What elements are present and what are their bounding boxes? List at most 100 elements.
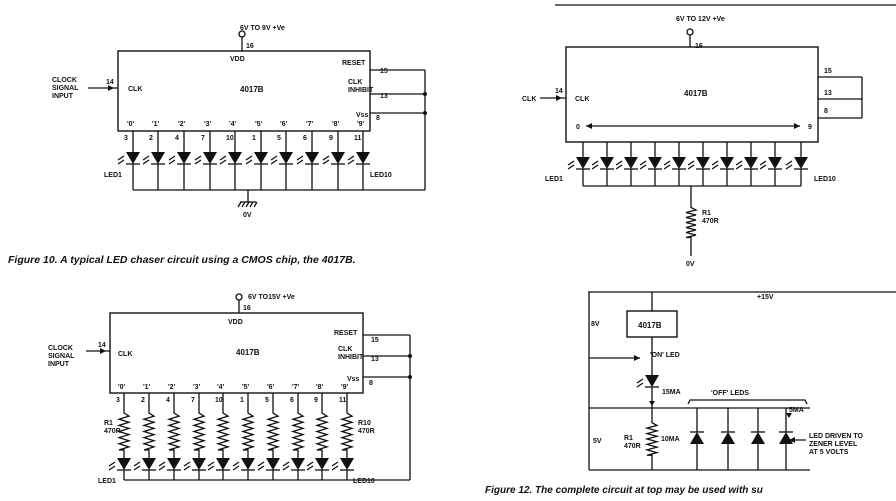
led-ray — [735, 160, 743, 166]
pin-14-line: 14 — [555, 88, 563, 95]
clk-label: CLK — [128, 86, 142, 93]
led-body — [720, 157, 734, 169]
pin-16: 16 — [246, 43, 254, 50]
led — [735, 157, 758, 170]
led-ray — [785, 160, 793, 166]
supply-label: 6V TO15V +Ve — [248, 294, 295, 301]
output-label: '9' — [357, 121, 365, 128]
led — [785, 157, 808, 170]
off-current-label-line: 5MA — [789, 407, 804, 414]
pin-8-line: 8 — [369, 380, 373, 387]
led-ray — [639, 164, 647, 170]
arrow-icon — [556, 95, 562, 101]
output-label: '9' — [341, 384, 349, 391]
terminal-ring — [238, 30, 246, 38]
led-body — [117, 458, 131, 470]
junction-dot — [423, 111, 427, 115]
led-body — [291, 458, 305, 470]
led-body — [266, 458, 280, 470]
output-label: '0' — [118, 384, 126, 391]
led-ray — [158, 461, 166, 467]
arrow-icon — [794, 123, 800, 129]
range-end-line: 9 — [808, 124, 812, 131]
output-pin-line: 10 — [226, 135, 234, 142]
led-ray — [759, 160, 767, 166]
led-body — [305, 152, 319, 164]
led-ray — [270, 155, 278, 161]
led10-label: LED10 — [814, 176, 836, 183]
clock-input-label-line: SIGNAL — [52, 85, 79, 92]
pin-13: 13 — [380, 93, 388, 100]
led-ray — [168, 155, 176, 161]
output-label: '3' — [193, 384, 201, 391]
reset-label: RESET — [334, 330, 358, 337]
resistor — [339, 410, 355, 453]
led-body — [624, 157, 638, 169]
figure-12-caption: Figure 12. The complete circuit at top m… — [485, 485, 763, 496]
brace — [687, 399, 808, 405]
output-label-line: '2' — [168, 384, 176, 391]
output-pin: 3 — [116, 397, 120, 404]
vdd-label: VDD — [230, 56, 245, 63]
output-label: '7' — [292, 384, 300, 391]
led-ray — [117, 155, 125, 161]
zener-note-line: LED DRIVEN TO — [809, 433, 863, 440]
led-ray — [194, 155, 202, 161]
led10-label: LED10 — [370, 172, 392, 179]
output-label-line: '4' — [229, 121, 237, 128]
clock-input-label-line: CLOCK — [48, 345, 73, 352]
led-ray — [117, 159, 125, 165]
led-body — [690, 432, 704, 444]
rail-label: +15V — [757, 294, 774, 301]
led — [567, 157, 590, 170]
output-pin-line: 7 — [191, 397, 195, 404]
clock-input-label-line: INPUT — [48, 361, 70, 368]
led-body — [751, 432, 765, 444]
led-body — [744, 157, 758, 169]
terminal-ring — [235, 293, 243, 301]
led-ray — [219, 159, 227, 165]
vdd-label-line: VDD — [228, 319, 243, 326]
zener-note-line: ZENER LEVEL — [809, 441, 858, 448]
led-body — [177, 152, 191, 164]
led10-label: LED10 — [353, 478, 375, 485]
resistor — [314, 410, 330, 453]
output-pin-line: 9 — [329, 135, 333, 142]
off-led — [721, 431, 735, 444]
led-ray — [711, 164, 719, 170]
r1-label-line: 470R — [104, 428, 121, 435]
ground-label: 0V — [686, 261, 695, 268]
pin-15-line: 15 — [371, 337, 379, 344]
led-ray — [108, 461, 116, 467]
led-body — [151, 152, 165, 164]
led — [257, 458, 280, 471]
zener-note-line: AT 5 VOLTS — [809, 449, 849, 456]
chip-label-line: 4017B — [236, 348, 260, 357]
output-label: '5' — [255, 121, 263, 128]
led-ray — [636, 382, 644, 388]
figure-12-caption-line: Figure 12. The complete circuit at top m… — [485, 485, 763, 496]
led — [687, 157, 710, 170]
r10-label-line: 470R — [358, 428, 375, 435]
r1-current-label-line: 10MA — [661, 436, 680, 443]
supply-label-line: 6V TO15V +Ve — [248, 294, 295, 301]
led-ray — [687, 164, 695, 170]
v-bottom-label: 5V — [593, 438, 602, 445]
output-pin: 11 — [339, 397, 347, 404]
chip-label: 4017B — [684, 89, 708, 98]
inhibit-label-line: INHIBIT — [348, 87, 374, 94]
figure-10-caption: Figure 10. A typical LED chaser circuit … — [8, 254, 356, 266]
pin-15-line: 15 — [824, 68, 832, 75]
led-body — [794, 157, 808, 169]
output-pin-line: 5 — [277, 135, 281, 142]
led-ray — [306, 461, 314, 467]
ground-label-line: 0V — [686, 261, 695, 268]
pin-14: 14 — [98, 342, 106, 349]
led — [232, 458, 255, 471]
reset-label: RESET — [342, 60, 366, 67]
on-led-label-line: 'ON' LED — [650, 352, 680, 359]
